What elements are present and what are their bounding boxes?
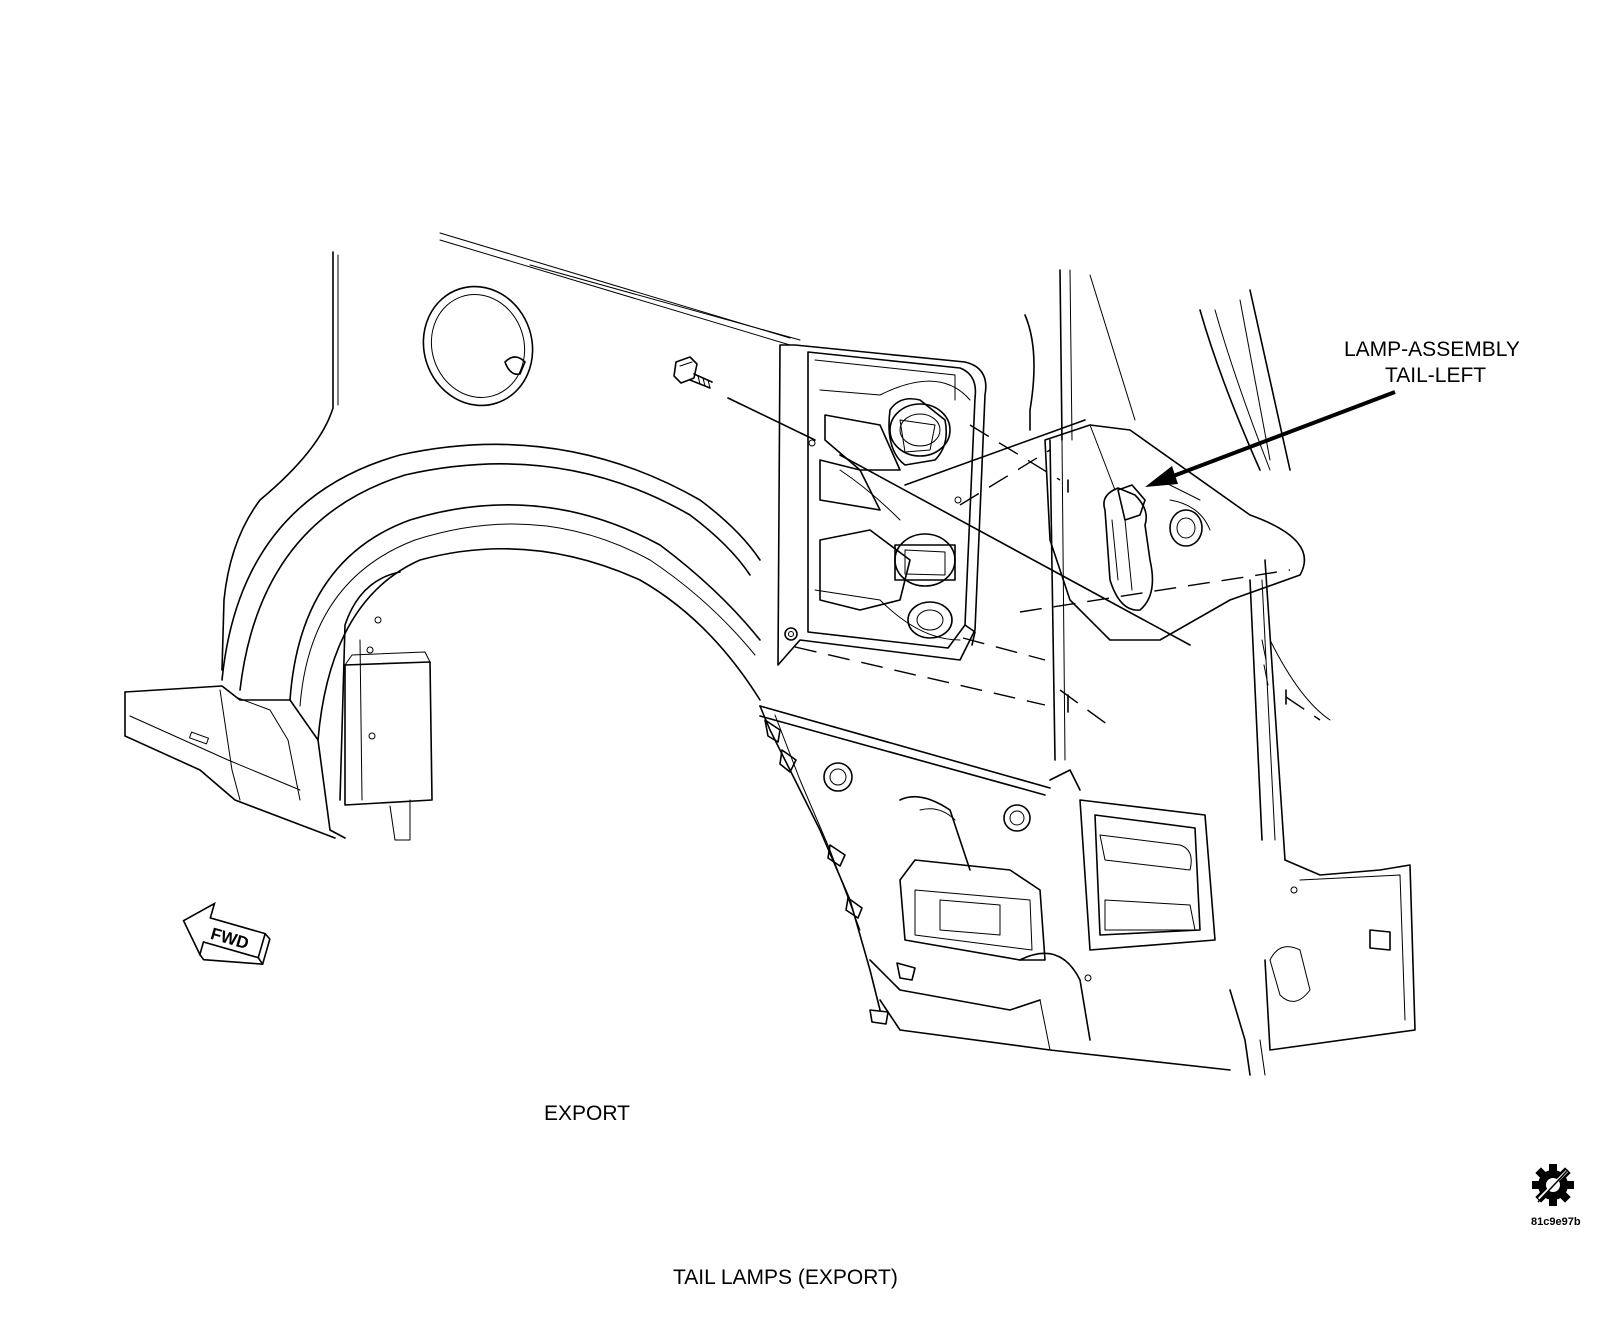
rear-lower-structure bbox=[759, 705, 1416, 1076]
forward-arrow-icon: FWD bbox=[182, 901, 271, 965]
view-label: EXPORT bbox=[544, 1102, 630, 1125]
gear-icon bbox=[1532, 1164, 1574, 1206]
mounting-screw bbox=[673, 356, 713, 389]
alignment-lines bbox=[727, 397, 1321, 731]
tail-lamp-assembly bbox=[777, 344, 987, 666]
figure-caption: TAIL LAMPS (EXPORT) bbox=[673, 1266, 898, 1289]
callout-label-tail-left: TAIL-LEFT bbox=[1385, 364, 1487, 387]
callout-label-lamp-assembly: LAMP-ASSEMBLY bbox=[1344, 338, 1520, 361]
reference-code: 81c9e97b bbox=[1531, 1216, 1581, 1228]
rear-pillar bbox=[1024, 269, 1331, 861]
callout-leader-arrow bbox=[1145, 390, 1396, 487]
quarter-panel bbox=[124, 232, 1051, 841]
